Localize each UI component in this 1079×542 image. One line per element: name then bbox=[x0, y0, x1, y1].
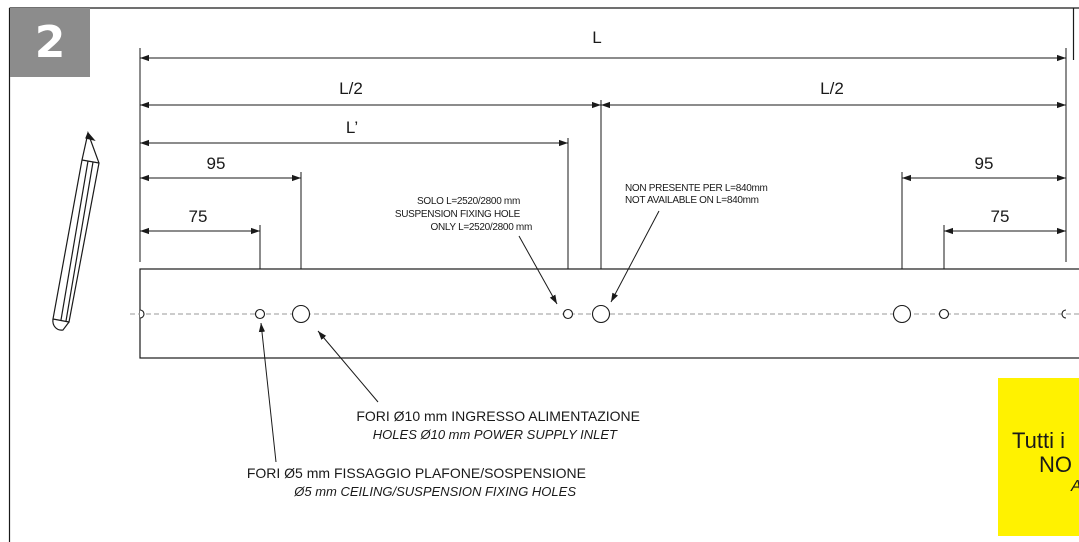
warning-banner: Tutti i NO A bbox=[998, 378, 1079, 536]
caption-holes10-en: HOLES Ø10 mm POWER SUPPLY INLET bbox=[373, 427, 618, 442]
step-number-badge: 2 bbox=[10, 8, 90, 77]
dim-label-left-75: 75 bbox=[189, 207, 208, 226]
dim-label-l-prime: L’ bbox=[346, 118, 358, 137]
leader-holes5 bbox=[258, 322, 277, 463]
hole-10mm-left bbox=[291, 304, 311, 324]
caption-holes5-it: FORI Ø5 mm FISSAGGIO PLAFONE/SOSPENSIONE bbox=[247, 465, 586, 481]
note-non-presente-line1: NON PRESENTE PER L=840mm bbox=[625, 183, 768, 194]
note-non-presente-line2: NOT AVAILABLE ON L=840mm bbox=[625, 195, 759, 206]
dim-label-right-95: 95 bbox=[975, 154, 994, 173]
hole-10mm-center bbox=[591, 304, 611, 324]
dim-label-total: L bbox=[592, 28, 601, 47]
page-border bbox=[8, 7, 1079, 542]
banner-line2: NO bbox=[1039, 452, 1072, 477]
caption-holes10-it: FORI Ø10 mm INGRESSO ALIMENTAZIONE bbox=[356, 408, 640, 424]
banner-line1: Tutti i bbox=[1012, 428, 1065, 453]
note-solo-line1: SOLO L=2520/2800 mm bbox=[417, 196, 520, 207]
dimension-lines bbox=[140, 54, 1066, 235]
caption-holes5-en: Ø5 mm CEILING/SUSPENSION FIXING HOLES bbox=[293, 484, 576, 499]
note-solo-line2: SUSPENSION FIXING HOLE bbox=[395, 209, 521, 220]
leader-holes10 bbox=[317, 330, 379, 403]
holes bbox=[139, 304, 1067, 324]
hole-5mm-right bbox=[938, 308, 950, 320]
leader-non-presente bbox=[610, 210, 660, 303]
pencil-icon bbox=[52, 130, 100, 331]
end-notch-right bbox=[1061, 309, 1067, 319]
hole-5mm-left bbox=[254, 308, 266, 320]
dim-label-left-95: 95 bbox=[207, 154, 226, 173]
leader-lines bbox=[258, 210, 660, 463]
end-notch-left bbox=[139, 309, 145, 319]
dim-label-half-right: L/2 bbox=[820, 79, 844, 98]
banner-line3: A bbox=[1071, 478, 1079, 496]
note-solo-line3: ONLY L=2520/2800 mm bbox=[431, 222, 533, 233]
hole-5mm-center bbox=[562, 308, 574, 320]
leader-solo bbox=[518, 235, 558, 305]
dim-label-right-75: 75 bbox=[991, 207, 1010, 226]
hole-10mm-right bbox=[892, 304, 912, 324]
dim-label-half-left: L/2 bbox=[339, 79, 363, 98]
